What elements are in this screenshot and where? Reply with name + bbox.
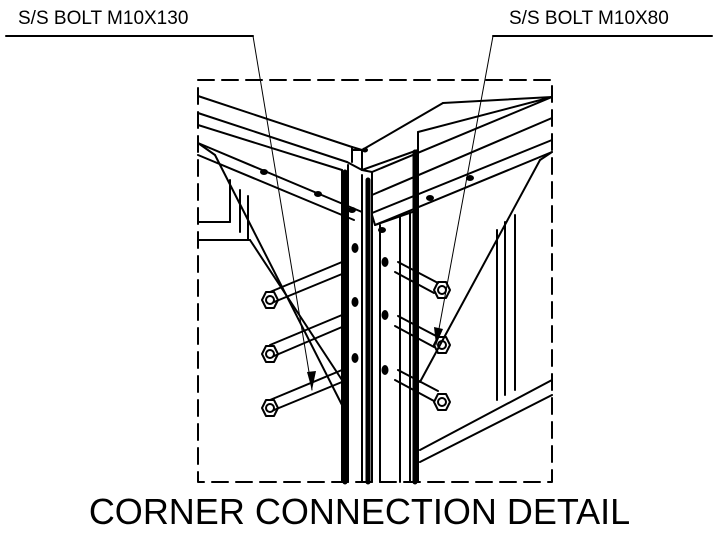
top-left-beam [197, 95, 363, 221]
right-gusset [419, 151, 553, 463]
bolt-m10x80-lower [394, 369, 451, 411]
bolt-m10x130-middle [261, 314, 343, 363]
bolt-m10x80-upper [394, 261, 451, 299]
detail-boundary [197, 79, 553, 483]
callout-label-bolt-m10x80: S/S BOLT M10X80 [509, 8, 669, 29]
beam-bolt-holes [260, 147, 474, 233]
left-gusset [197, 142, 343, 406]
leader-arrow-left [307, 371, 316, 390]
callout-label-bolt-m10x130: S/S BOLT M10X130 [18, 8, 189, 29]
post-bolt-holes [351, 243, 389, 375]
corner-post-right [379, 149, 419, 483]
top-right-beam [361, 96, 553, 226]
bolt-m10x130-upper [261, 261, 343, 309]
bolt-m10x130-lower [261, 369, 343, 417]
corner-post-left [341, 164, 373, 483]
drawing-title: CORNER CONNECTION DETAIL [88, 491, 631, 532]
leader-line-left [252, 35, 313, 391]
bolt-m10x80-middle [394, 315, 451, 354]
